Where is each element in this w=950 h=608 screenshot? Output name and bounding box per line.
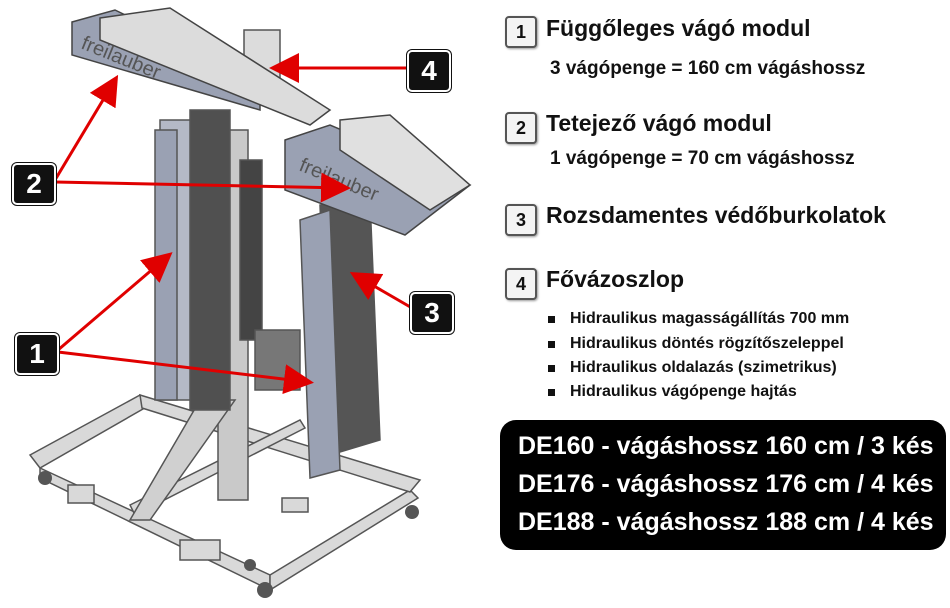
legend-bullet-3: Hidraulikus oldalazás (szimetrikus) — [548, 359, 837, 376]
model-list-box: DE160 - vágáshossz 160 cm / 3 kés DE176 … — [500, 420, 946, 550]
callout-badge-2: 2 — [12, 163, 56, 205]
vertical-blade-front — [299, 199, 381, 479]
model-line-1: DE160 - vágáshossz 160 cm / 3 kés — [518, 432, 934, 460]
legend-title-2: Tetejező vágó modul — [546, 110, 772, 136]
legend-bullet-4: Hidraulikus vágópenge hajtás — [548, 383, 797, 400]
machine-illustration: freilauber freilauber — [28, 7, 472, 598]
callout-arrows — [53, 53, 413, 395]
legend-title-3: Rozsdamentes védőburkolatok — [546, 202, 886, 228]
legend-bullet-2: Hidraulikus döntés rögzítőszeleppel — [548, 335, 844, 352]
legend-title-4: Fővázoszlop — [546, 266, 685, 292]
callout-badge-1: 1 — [15, 333, 59, 375]
legend-num-2: 2 — [505, 112, 537, 144]
model-line-3: DE188 - vágáshossz 188 cm / 4 kés — [518, 508, 934, 536]
legend-sub-1: 3 vágópenge = 160 cm vágáshossz — [550, 58, 866, 79]
legend-title-1: Függőleges vágó modul — [546, 15, 811, 41]
top-cutter-beams — [71, 7, 472, 236]
callout-badge-3: 3 — [410, 292, 454, 334]
wheels — [38, 471, 419, 598]
callout-badge-4: 4 — [407, 50, 451, 92]
model-line-2: DE176 - vágáshossz 176 cm / 4 kés — [518, 470, 934, 498]
legend-sub-2: 1 vágópenge = 70 cm vágáshossz — [550, 148, 855, 169]
legend-num-1: 1 — [505, 16, 537, 48]
legend-num-3: 3 — [505, 204, 537, 236]
legend-bullet-1: Hidraulikus magasságállítás 700 mm — [547, 310, 850, 327]
legend-num-4: 4 — [505, 268, 537, 300]
